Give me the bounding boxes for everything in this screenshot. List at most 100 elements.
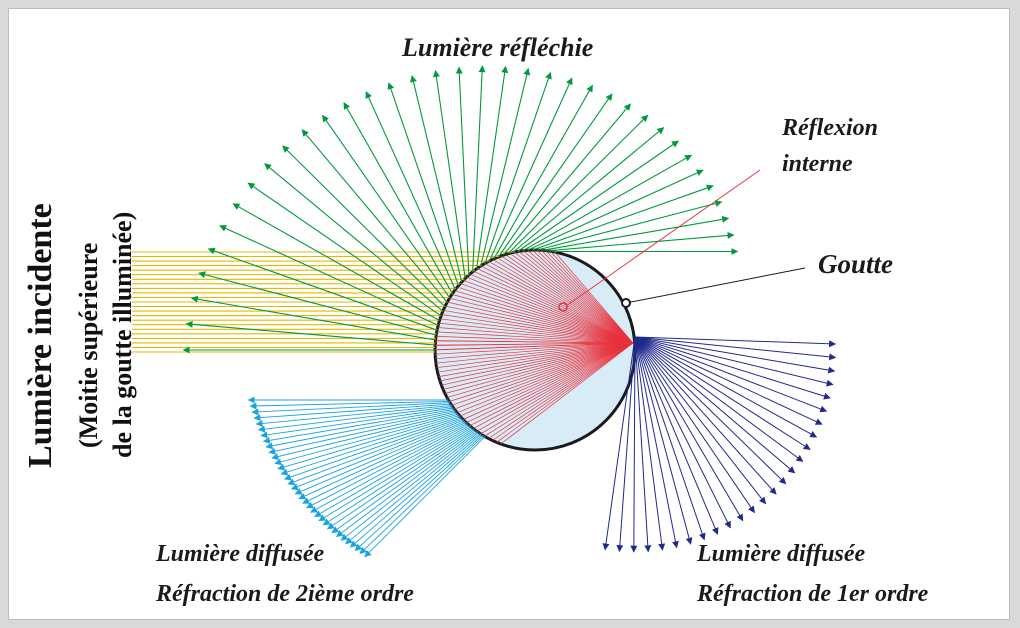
internal-reflection-label-line1: Réflexion: [782, 115, 878, 141]
internal-ray: [445, 305, 634, 344]
first-order-ray: [634, 336, 828, 413]
reflected-ray: [512, 127, 665, 253]
second-order-ray: [364, 436, 486, 558]
internal-ray: [459, 342, 634, 417]
incident-label-line3: de la goutte illuminée): [108, 211, 137, 458]
reflected-ray: [198, 271, 437, 336]
first-order-ray: [634, 336, 831, 400]
second-order-ray: [302, 423, 468, 504]
first-order-ray: [634, 336, 818, 438]
drop-pointer-dot: [621, 298, 631, 308]
internal-ray: [476, 268, 634, 344]
reflected-ray: [498, 93, 613, 258]
internal-ray: [454, 342, 634, 410]
first-order-label-line1: Lumière diffusée: [697, 541, 866, 567]
label-pointers: [621, 267, 806, 308]
second-order-ray: [294, 420, 466, 495]
internal-ray: [444, 342, 634, 394]
internal-ray: [469, 342, 634, 427]
internal-reflection-point: [558, 302, 568, 312]
reflected-ray: [527, 169, 704, 251]
second-order-ray: [306, 424, 469, 509]
internal-ray: [443, 309, 634, 344]
incident-label-line2: (Moitie supérieure: [74, 242, 103, 448]
first-order-ray: [634, 336, 693, 545]
internal-reflection-pointer: [565, 169, 761, 307]
internal-ray: [454, 290, 634, 344]
second-order-ray: [260, 407, 454, 439]
internal-ray: [484, 263, 634, 344]
reflected-ray: [532, 184, 714, 251]
first-order-ray: [602, 336, 636, 551]
reflected-rays: [182, 65, 739, 354]
second-order-ray: [322, 428, 474, 526]
internal-ray: [451, 342, 634, 406]
internal-ray: [488, 342, 634, 439]
second-order-ray: [251, 402, 451, 416]
first-order-rays: [602, 336, 837, 553]
reflected-ray: [488, 77, 573, 262]
internal-ray: [500, 342, 634, 445]
internal-ray: [531, 249, 634, 344]
second-order-ray: [255, 404, 452, 427]
second-order-ray: [274, 413, 459, 466]
internal-ray: [435, 342, 634, 355]
reflected-ray: [219, 225, 439, 326]
reflected-ray: [232, 203, 440, 321]
second-order-ray: [257, 406, 453, 433]
second-order-ray: [345, 432, 480, 545]
second-order-ray: [331, 430, 476, 534]
incident-light-label: Lumière incidente (Moitie supérieure de …: [22, 128, 162, 468]
internal-ray: [492, 259, 634, 344]
reflected-ray: [410, 75, 463, 283]
internal-ray: [466, 276, 634, 344]
internal-ray: [437, 327, 634, 344]
first-order-ray: [634, 336, 823, 425]
internal-ray: [449, 342, 634, 402]
reflected-ray: [507, 114, 649, 255]
first-order-ray: [634, 336, 837, 361]
second-order-ray: [271, 412, 458, 461]
internal-ray: [436, 331, 634, 344]
second-order-ray: [327, 429, 475, 530]
internal-ray: [480, 342, 634, 435]
first-order-ray: [634, 336, 706, 541]
first-order-ray: [634, 336, 679, 549]
internal-ray: [522, 250, 634, 344]
internal-ray: [480, 265, 634, 344]
first-order-ray: [616, 336, 636, 553]
first-order-ray: [634, 336, 834, 387]
internal-ray: [457, 286, 634, 344]
second-order-ray: [265, 410, 456, 450]
internal-ray: [447, 301, 634, 344]
first-order-ray: [634, 336, 787, 485]
internal-ray: [492, 342, 634, 441]
second-order-ray: [280, 416, 461, 476]
reflected-ray: [537, 200, 723, 251]
reflected-ray: [301, 129, 448, 303]
second-order-label-line1: Lumière diffusée: [156, 541, 325, 567]
second-order-ray: [318, 427, 473, 522]
first-order-ray: [630, 336, 638, 553]
second-order-ray: [249, 400, 450, 410]
reflected-ray: [517, 140, 679, 252]
reflected-ray: [282, 145, 446, 307]
internal-ray: [434, 342, 634, 351]
first-order-ray: [634, 336, 755, 514]
first-order-ray: [634, 336, 652, 553]
reflected-ray: [322, 114, 451, 299]
internal-ray: [550, 250, 634, 344]
first-order-ray: [634, 336, 777, 495]
internal-ray: [435, 340, 634, 344]
first-order-ray: [634, 336, 836, 374]
internal-ray: [541, 249, 634, 344]
second-order-ray: [335, 431, 478, 538]
reflected-ray: [264, 163, 444, 312]
internal-ray: [449, 297, 634, 344]
reflected-ray: [343, 102, 453, 294]
second-order-ray: [287, 418, 463, 486]
first-order-ray: [634, 336, 837, 348]
internal-ray: [463, 279, 634, 344]
internal-ray: [451, 294, 634, 344]
internal-ray: [456, 342, 634, 414]
